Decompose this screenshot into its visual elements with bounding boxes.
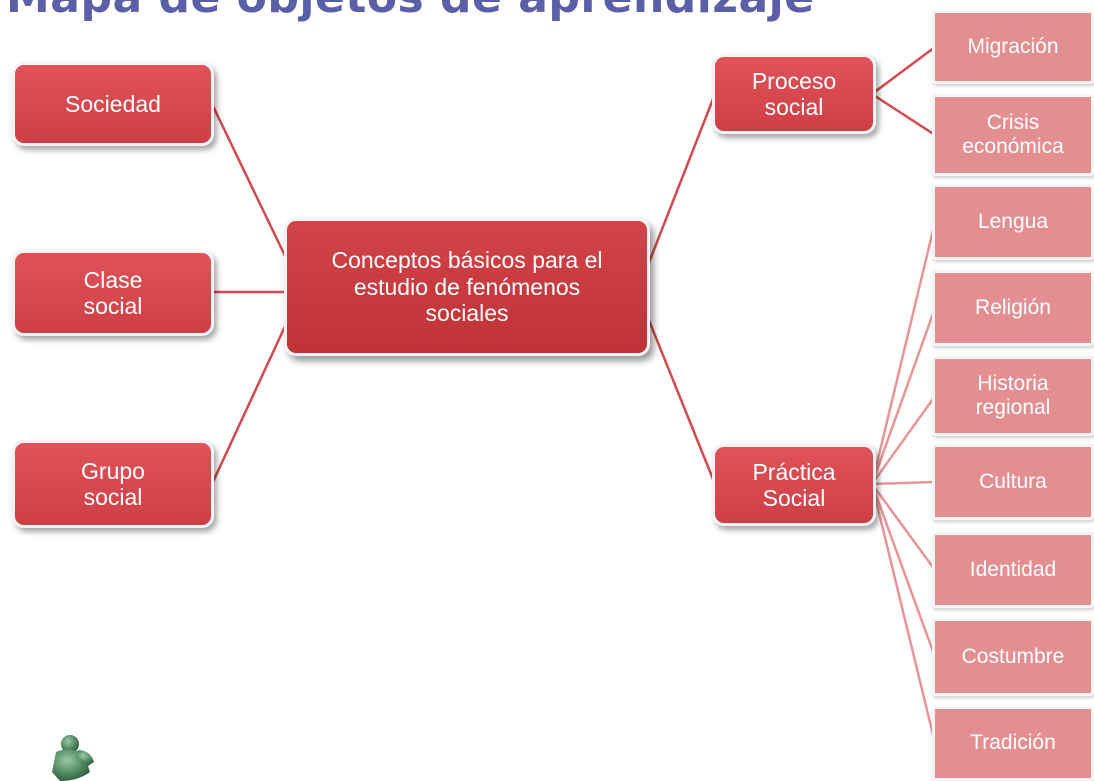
- node-tradicion: Tradición: [932, 706, 1094, 781]
- page-title: Mapa de objetos de aprendizaje: [6, 0, 815, 23]
- edge-main-grupo-social: [210, 321, 289, 485]
- edge-practica-historia: [870, 395, 937, 485]
- node-identidad: Identidad: [932, 532, 1094, 608]
- node-historia-regional: Historia regional: [932, 356, 1094, 436]
- node-religion: Religión: [932, 270, 1094, 346]
- node-costumbre: Costumbre: [932, 618, 1094, 696]
- node-main-concept: Conceptos básicos para el estudio de fen…: [284, 218, 650, 356]
- edge-practica-lengua: [870, 221, 937, 485]
- edge-practica-cultura: [871, 480, 936, 486]
- edge-practica-costumbre: [870, 483, 937, 658]
- edge-main-practica-social: [646, 317, 717, 485]
- node-cultura: Cultura: [932, 444, 1094, 520]
- node-sociedad: Sociedad: [12, 62, 214, 146]
- edge-proceso-migracion: [871, 45, 936, 96]
- node-lengua: Lengua: [932, 184, 1094, 260]
- node-practica-social: Práctica Social: [712, 444, 876, 526]
- edge-proceso-crisis: [871, 92, 936, 137]
- node-clase-social: Clase social: [12, 250, 214, 336]
- edge-practica-tradicion: [870, 483, 937, 744]
- thinker-figurine-icon: [52, 735, 94, 781]
- edge-main-sociedad: [210, 103, 289, 261]
- edge-practica-identidad: [870, 483, 937, 571]
- edge-main-proceso-social: [646, 93, 717, 266]
- node-migracion: Migración: [932, 10, 1094, 84]
- edge-practica-religion: [870, 307, 937, 485]
- node-crisis-economica: Crisis económica: [932, 94, 1094, 176]
- node-grupo-social: Grupo social: [12, 440, 214, 528]
- node-proceso-social: Proceso social: [712, 54, 876, 134]
